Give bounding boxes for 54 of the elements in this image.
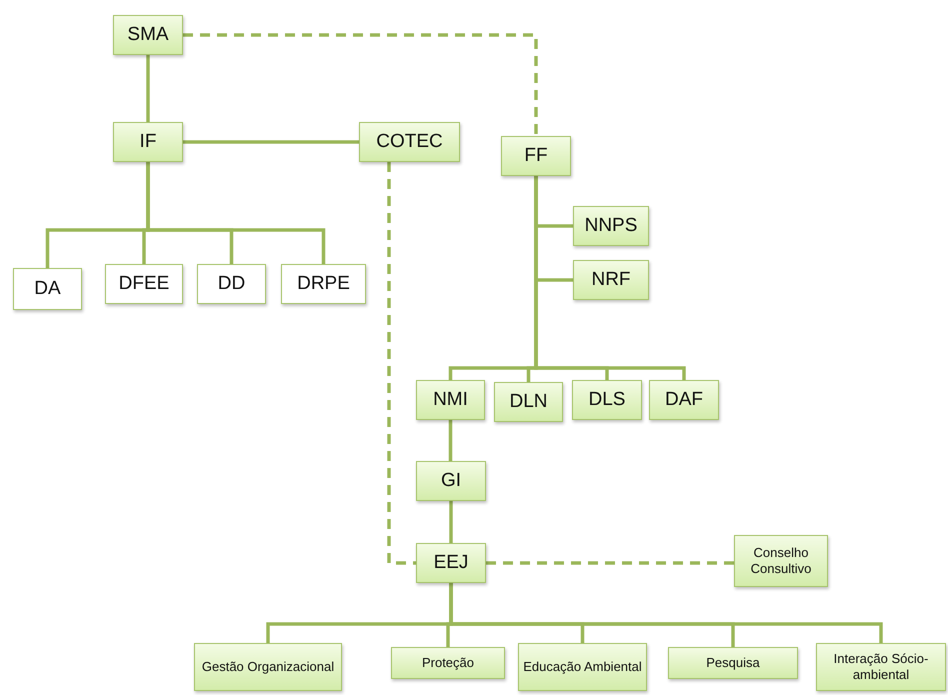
unit-name: DD xyxy=(218,272,246,296)
org-unit-box xyxy=(649,380,719,420)
org-unit-box xyxy=(105,264,183,304)
org-unit-box xyxy=(13,268,82,310)
unit-name: NRF xyxy=(591,268,631,292)
org-unit-box xyxy=(734,535,828,587)
org-unit-box xyxy=(113,15,183,55)
dashed-connector xyxy=(183,33,538,136)
unit-name: Interação Sócio-ambiental xyxy=(832,650,930,684)
unit-name: NNPS xyxy=(584,214,638,238)
unit-name: DA xyxy=(34,277,61,301)
org-unit-box xyxy=(113,122,183,162)
unit-name: DFEE xyxy=(118,272,170,296)
connector-line xyxy=(534,176,686,380)
unit-name: Educação Ambiental xyxy=(523,658,642,676)
unit-name: DRPE xyxy=(297,272,350,296)
unit-name: IF xyxy=(140,130,156,154)
org-unit-box xyxy=(416,380,485,420)
unit-name: DLS xyxy=(588,388,626,412)
org-unit-box xyxy=(281,264,366,304)
unit-name: SMA xyxy=(127,23,169,47)
org-unit-box xyxy=(391,647,505,679)
org-unit-box xyxy=(518,643,647,691)
org-unit-box xyxy=(416,461,486,501)
unit-name: EEJ xyxy=(434,551,468,575)
connector-line xyxy=(146,162,326,264)
connector-line xyxy=(183,140,359,144)
org-unit-box xyxy=(816,643,946,691)
org-unit-box xyxy=(494,382,563,422)
unit-name: FF xyxy=(524,144,548,168)
unit-name: DLN xyxy=(509,390,548,414)
unit-name: COTEC xyxy=(376,130,443,154)
unit-name: NMI xyxy=(433,388,468,412)
connector-line xyxy=(449,501,453,543)
org-unit-box xyxy=(359,122,460,162)
connector-line xyxy=(448,420,452,461)
connector-line xyxy=(449,583,883,643)
org-unit-box xyxy=(197,264,266,304)
org-unit-box xyxy=(668,647,798,679)
unit-name: Proteção xyxy=(422,654,474,672)
org-unit-box xyxy=(572,380,642,420)
unit-name: GI xyxy=(440,469,462,493)
dashed-connector xyxy=(486,561,734,565)
unit-name: DAF xyxy=(665,388,703,412)
dashed-connector xyxy=(387,162,416,565)
unit-name: Gestão Organizacional xyxy=(202,658,334,676)
org-unit-box xyxy=(416,543,486,583)
org-unit-box xyxy=(573,260,649,300)
org-unit-box xyxy=(501,136,571,176)
org-unit-box xyxy=(194,643,342,691)
connector-line xyxy=(146,55,150,122)
org-unit-box xyxy=(573,206,649,246)
unit-name: Pesquisa xyxy=(706,654,760,672)
unit-name: Conselho Consultivo xyxy=(750,544,812,578)
